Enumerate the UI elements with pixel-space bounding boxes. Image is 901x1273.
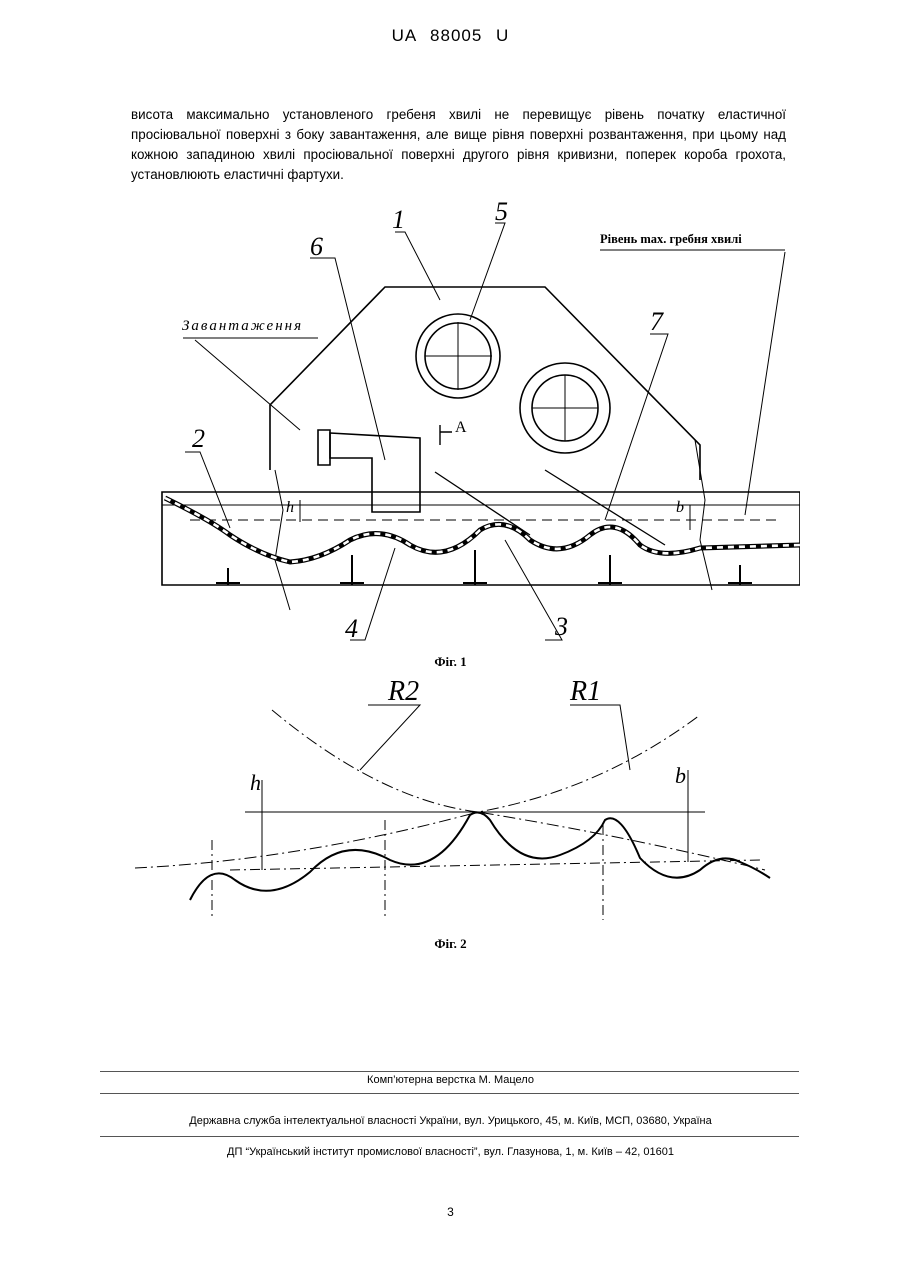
- label-5: 5: [495, 197, 508, 226]
- page-number: 3: [0, 1205, 901, 1219]
- document-id-header: UA 88005 U: [0, 26, 901, 46]
- footer-institute: ДП “Український інститут промислової вла…: [0, 1146, 901, 1158]
- loading-label: Завантаження: [182, 318, 303, 334]
- figure-2-drawing: R2 R1 h b: [130, 670, 780, 920]
- label-1: 1: [392, 205, 405, 234]
- r2-label: R2: [387, 676, 419, 707]
- fig2-b-label: b: [675, 763, 686, 788]
- label-2: 2: [192, 424, 205, 453]
- figure-1-drawing: Завантаження Рівень max. гребня хвилі 1 …: [150, 195, 800, 655]
- footer-divider: [100, 1071, 799, 1072]
- label-4: 4: [345, 614, 358, 643]
- fig2-h-label: h: [250, 770, 261, 795]
- label-7: 7: [650, 307, 664, 336]
- body-paragraph: висота максимально установленого гребеня…: [131, 105, 786, 185]
- b-label: b: [676, 499, 684, 516]
- footer-agency: Державна служба інтелектуальної власност…: [0, 1115, 901, 1127]
- figure-1-caption: Фіг. 1: [0, 654, 901, 670]
- section-a-label: A: [455, 419, 467, 436]
- r1-label: R1: [569, 676, 601, 707]
- footer-divider: [100, 1136, 799, 1137]
- label-3: 3: [554, 612, 568, 641]
- figure-2-caption: Фіг. 2: [0, 936, 901, 952]
- footer-layout-credit: Комп’ютерна верстка М. Мацело: [0, 1074, 901, 1086]
- h-label: h: [286, 499, 294, 516]
- footer-divider: [100, 1093, 799, 1094]
- label-6: 6: [310, 232, 323, 261]
- wave-level-label: Рівень max. гребня хвилі: [600, 232, 742, 246]
